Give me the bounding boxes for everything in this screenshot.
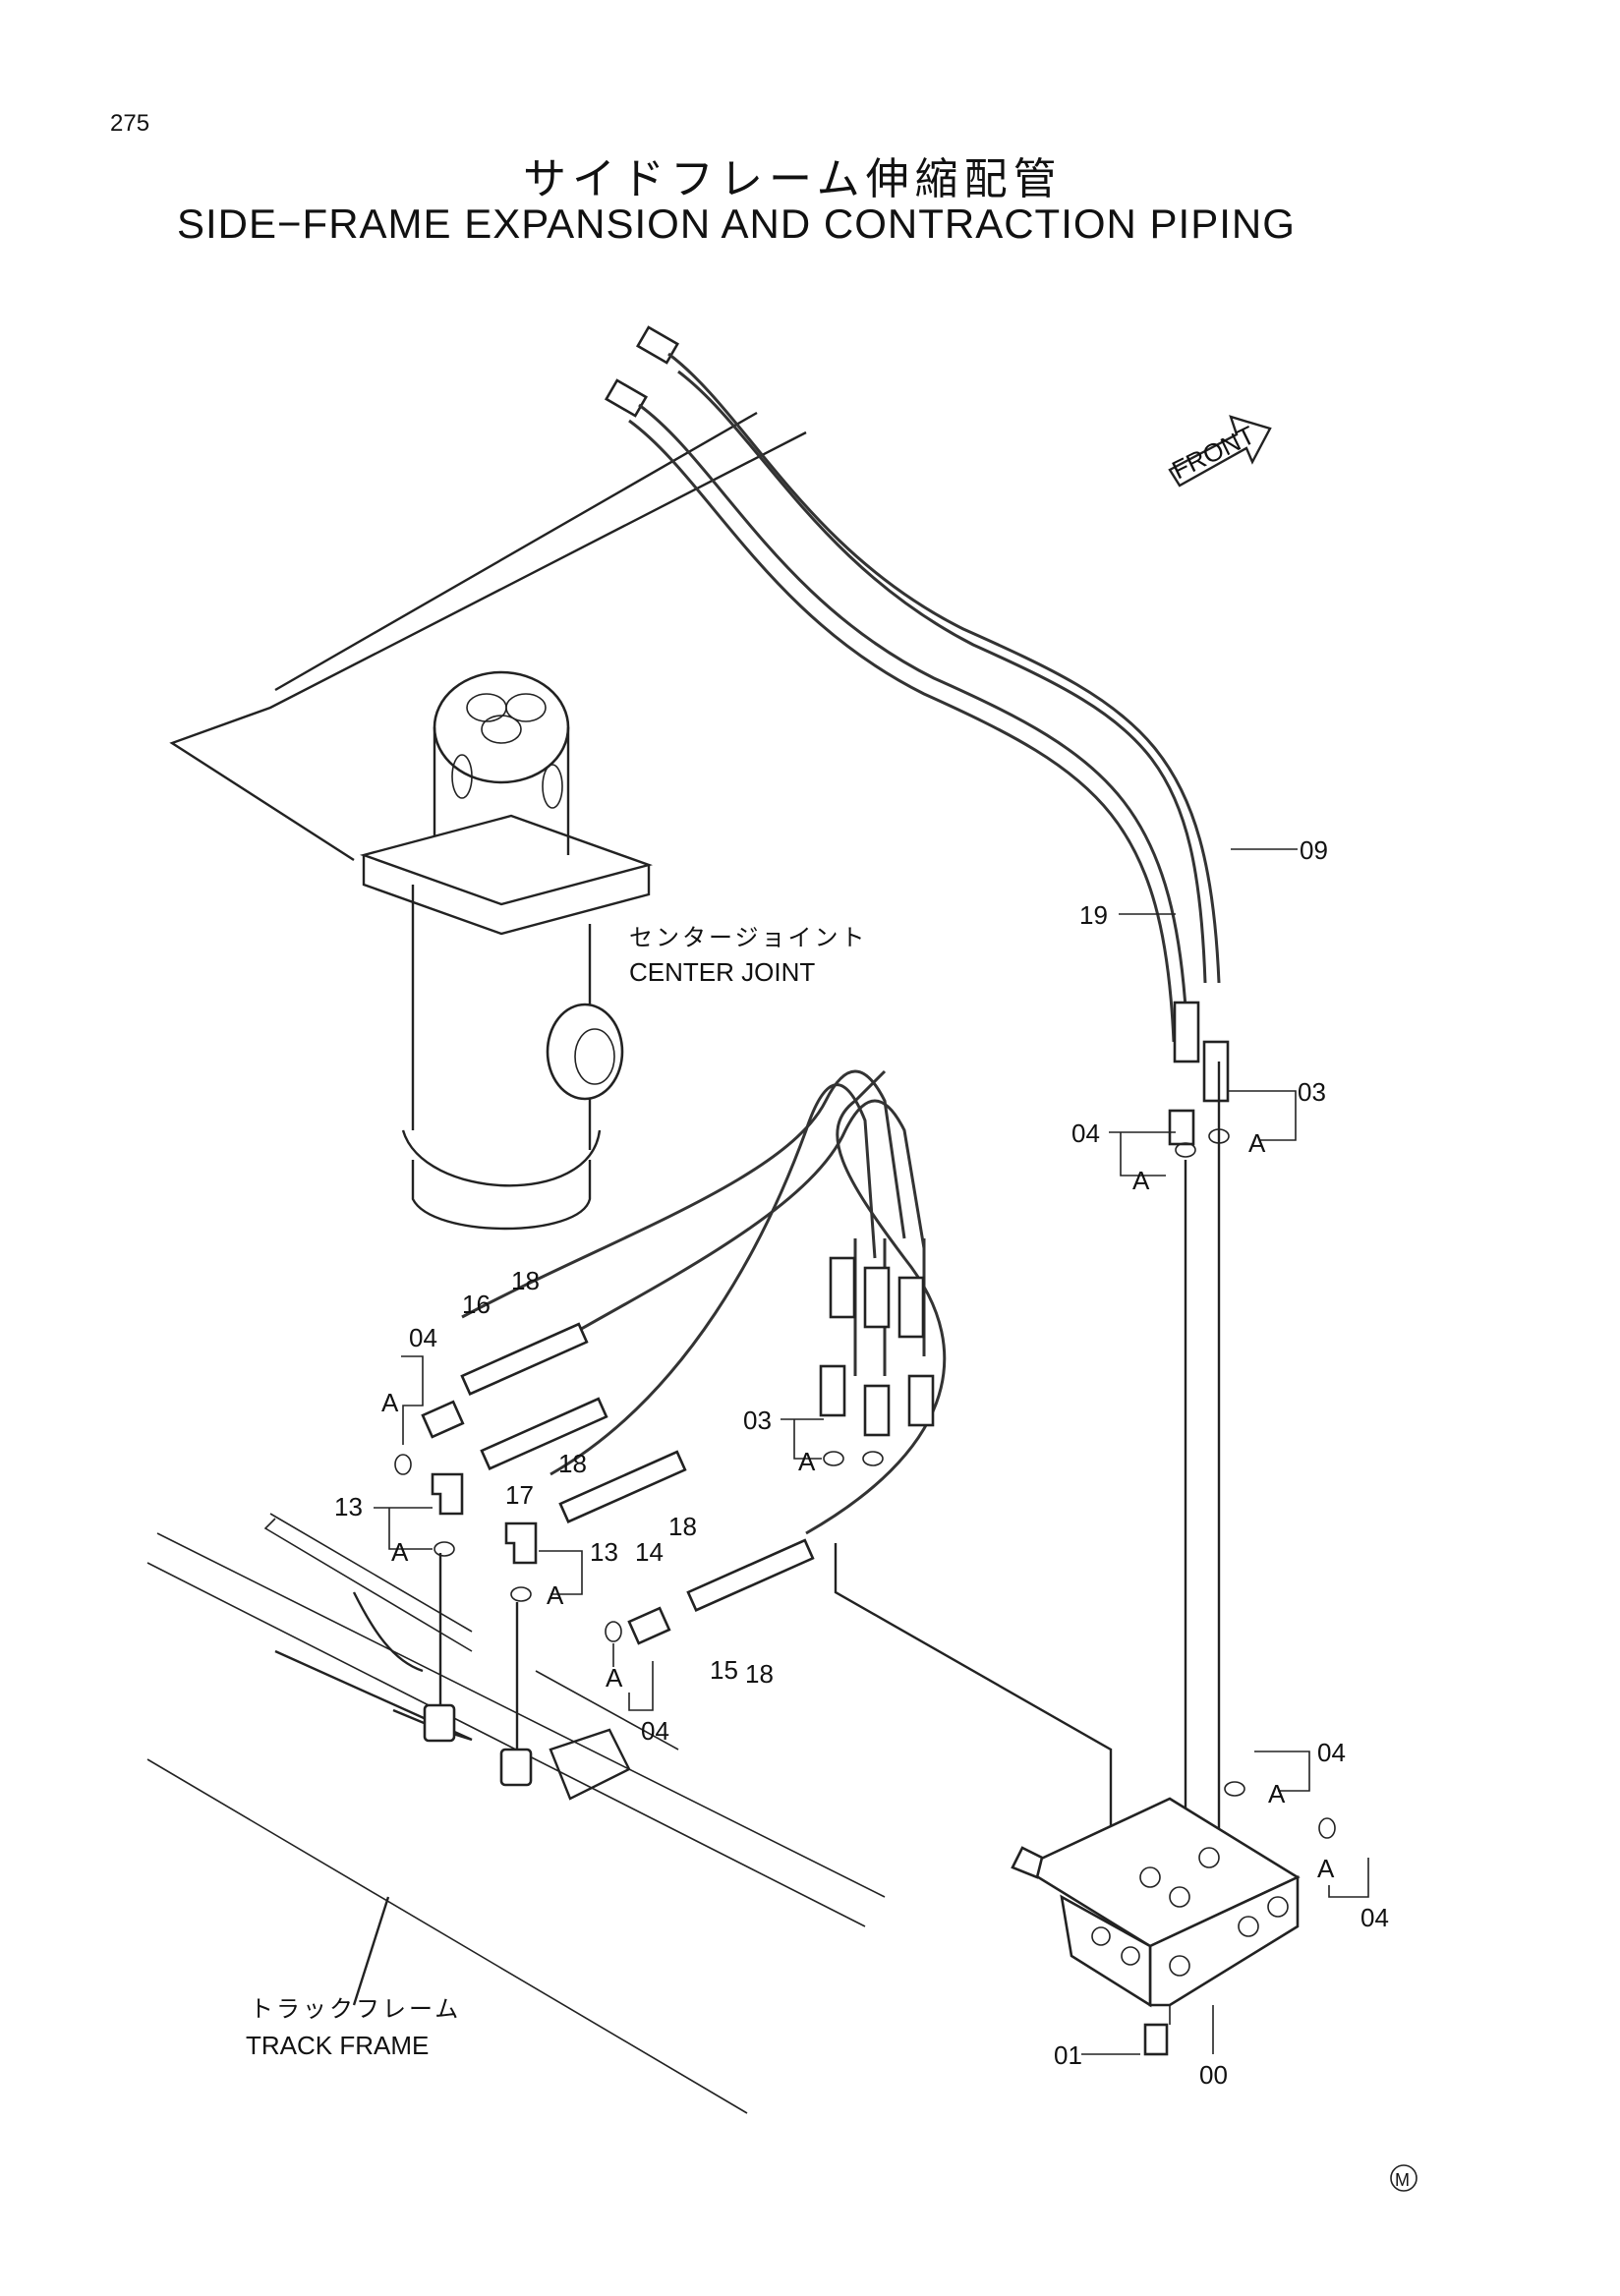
page-number: 275: [110, 110, 150, 137]
callout-14: 14: [635, 1537, 664, 1567]
title-english: SIDE−FRAME EXPANSION AND CONTRACTION PIP…: [177, 201, 1296, 247]
callout-15: 15: [710, 1655, 738, 1685]
callout-04-valve-top: 04: [1317, 1738, 1346, 1767]
track-frame-label-ja: トラックフレーム: [250, 1995, 461, 2023]
title-japanese: サイドフレーム伸縮配管: [523, 154, 1063, 204]
callout-04-bottom: 04: [641, 1716, 669, 1746]
corner-mark-letter: M: [1395, 2170, 1410, 2190]
callout-00: 00: [1199, 2060, 1228, 2090]
center-joint-drawing: [359, 670, 654, 1231]
pipe-bracket: [169, 411, 807, 862]
corner-mark: M: [1390, 2164, 1418, 2192]
part-callouts: 09 19 03 A 04 A 18 16 04 A 18 17 18 13 A…: [334, 835, 1389, 2090]
callout-18: 17: [505, 1480, 534, 1510]
front-arrow: FRONT: [1167, 415, 1272, 488]
hose-bundle: [461, 1069, 947, 1535]
callout-03-right: 03: [1298, 1077, 1326, 1107]
callout-16-a: 18: [511, 1266, 540, 1295]
callout-01: 01: [1054, 2040, 1082, 2070]
o-rings: [394, 1128, 1336, 1839]
callout-04-left: 04: [409, 1323, 437, 1352]
track-frame-drawing: [146, 1513, 886, 2114]
callout-04-upper: 04: [1071, 1119, 1100, 1148]
elbow-fittings: [431, 1472, 538, 1565]
callout-16-b: 18: [558, 1449, 587, 1478]
callout-17: 16: [462, 1290, 491, 1319]
callout-09: 09: [1300, 835, 1328, 865]
top-fittings: [605, 325, 679, 418]
callout-13-mid: 13: [590, 1537, 618, 1567]
long-hoses: [628, 352, 1221, 1043]
detail-a-4: A: [391, 1537, 409, 1567]
detail-a-2: A: [1132, 1166, 1150, 1195]
callout-04-valve-right: 04: [1360, 1903, 1389, 1932]
callout-03-mid: 03: [743, 1406, 772, 1435]
detail-a-6: A: [798, 1447, 816, 1476]
detail-a-3: A: [381, 1388, 399, 1417]
callout-16-d: 18: [745, 1659, 774, 1689]
detail-a-9: A: [1317, 1854, 1335, 1883]
fitting-cluster: [819, 1001, 1230, 1437]
callout-19: 19: [1079, 900, 1108, 930]
detail-a-1: A: [1248, 1128, 1266, 1158]
hose-assemblies: [421, 1322, 815, 1645]
detail-a-5: A: [547, 1580, 564, 1610]
detail-a-7: A: [606, 1663, 623, 1693]
callout-16-c: 18: [668, 1512, 697, 1541]
front-label: FRONT: [1167, 420, 1259, 485]
center-joint-label-ja: センタージョイント: [629, 924, 868, 951]
detail-a-8: A: [1268, 1779, 1286, 1808]
vertical-pipes: [438, 1062, 1221, 1926]
callout-13-left: 13: [334, 1492, 363, 1521]
center-joint-label-en: CENTER JOINT: [629, 957, 815, 987]
track-frame-label-en: TRACK FRAME: [246, 2031, 429, 2060]
valve-block-drawing: [1011, 1797, 1301, 2056]
